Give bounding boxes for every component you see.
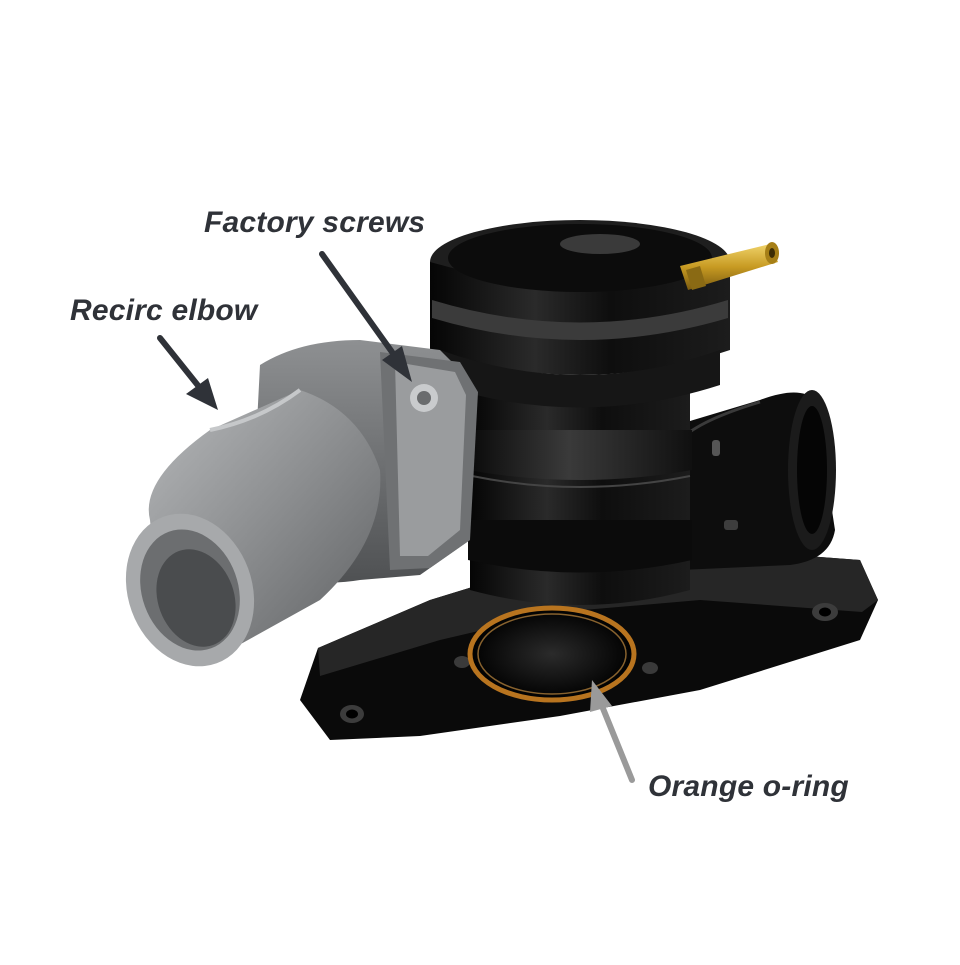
- factory-screws-label: Factory screws: [204, 206, 426, 239]
- arrow-orange-oring: [590, 680, 635, 783]
- orange-oring: [467, 605, 637, 703]
- arrow-factory-screws: [319, 251, 412, 382]
- recirc-elbow-label: Recirc elbow: [70, 294, 258, 327]
- orange-oring-label: Orange o-ring: [648, 770, 849, 803]
- recirc-elbow: [125, 340, 478, 667]
- vacuum-fitting: [680, 242, 779, 290]
- valve-body: [468, 371, 692, 605]
- arrow-recirc-elbow: [157, 335, 218, 410]
- valve-cap: [430, 220, 730, 408]
- side-outlet: [660, 390, 836, 570]
